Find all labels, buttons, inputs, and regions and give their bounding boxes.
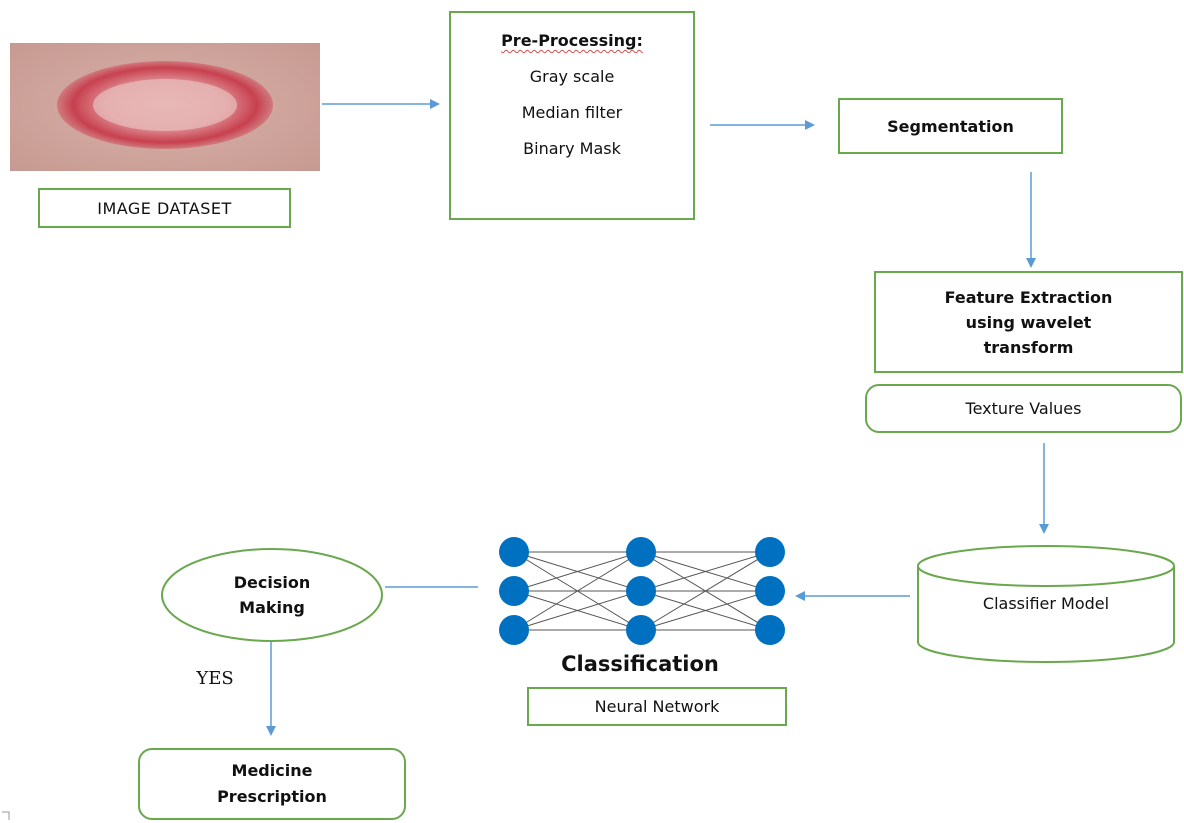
decision-line: Decision [162, 570, 382, 595]
nn-node [499, 537, 529, 567]
classification-title-text: Classification [561, 652, 719, 676]
decision-line: Making [162, 595, 382, 620]
image-dataset-box: IMAGE DATASET [38, 188, 291, 228]
decision-making-label: Decision Making [162, 570, 382, 620]
feature-extraction-line: Feature Extraction [945, 285, 1113, 310]
segmentation-label: Segmentation [887, 117, 1014, 136]
medicine-line: Medicine [232, 758, 313, 784]
nn-node [755, 615, 785, 645]
nn-node [755, 537, 785, 567]
yes-label: YES [185, 668, 245, 689]
nn-node [626, 537, 656, 567]
image-dataset-label: IMAGE DATASET [97, 199, 232, 218]
preprocessing-step: Median filter [522, 103, 623, 122]
lesion-image [10, 43, 320, 171]
preprocessing-title: Pre-Processing: [501, 31, 643, 50]
classifier-model-text: Classifier Model [983, 594, 1109, 613]
texture-values-box: Texture Values [865, 384, 1182, 433]
segmentation-box: Segmentation [838, 98, 1063, 154]
classifier-model-label: Classifier Model [918, 594, 1174, 613]
neural-network-box: Neural Network [527, 687, 787, 726]
nn-node [626, 576, 656, 606]
corner-mark [2, 812, 9, 820]
feature-extraction-box: Feature Extraction using wavelet transfo… [874, 271, 1183, 373]
feature-extraction-line: transform [984, 335, 1074, 360]
neural-network-label: Neural Network [595, 697, 720, 716]
classification-title: Classification [520, 652, 760, 676]
medicine-line: Prescription [217, 784, 327, 810]
preprocessing-box: Pre-Processing: Gray scale Median filter… [449, 11, 695, 220]
feature-extraction-line: using wavelet [966, 310, 1092, 335]
nn-node [626, 615, 656, 645]
preprocessing-step: Gray scale [530, 67, 615, 86]
texture-values-label: Texture Values [966, 399, 1082, 418]
medicine-prescription-box: Medicine Prescription [138, 748, 406, 820]
preprocessing-step: Binary Mask [523, 139, 621, 158]
nn-node [755, 576, 785, 606]
yes-text: YES [196, 668, 233, 689]
nn-node [499, 576, 529, 606]
nn-node [499, 615, 529, 645]
